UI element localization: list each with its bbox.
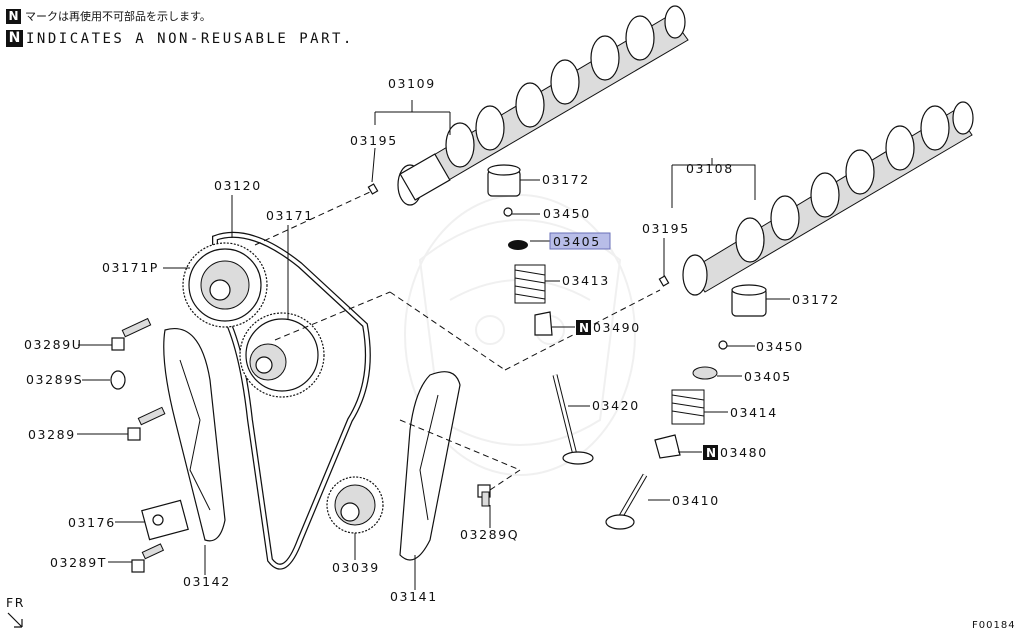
dowel-pin-upper[interactable]	[367, 183, 379, 195]
non-reusable-badge-letter: N	[706, 446, 716, 460]
valve-keeper-upper[interactable]	[503, 207, 513, 217]
part-label-03142[interactable]: 03142	[183, 574, 231, 589]
non-reusable-badge: N	[6, 30, 23, 47]
spring-seat-lower[interactable]	[692, 366, 718, 380]
spring-seat-upper[interactable]	[508, 240, 528, 250]
bolt-03289U[interactable]	[111, 317, 152, 351]
valve-lifter-lower[interactable]	[731, 284, 767, 317]
camshaft-sprocket-exhaust[interactable]	[239, 312, 325, 398]
part-label-03414[interactable]: 03414	[730, 405, 778, 420]
bolt-03289T[interactable]	[131, 543, 165, 573]
part-label-03420[interactable]: 03420	[592, 398, 640, 413]
part-label-03108[interactable]: 03108	[686, 161, 734, 176]
valve-stem-seal-lower[interactable]	[654, 434, 681, 459]
leader-lines	[77, 100, 790, 590]
valve-keeper-lower[interactable]	[718, 340, 728, 350]
part-label-03289U[interactable]: 03289U	[24, 337, 83, 352]
part-label-03176[interactable]: 03176	[68, 515, 116, 530]
notice-english-text: INDICATES A NON-REUSABLE PART.	[26, 30, 354, 47]
non-reusable-badge: N	[6, 8, 21, 24]
part-label-03172-upper[interactable]: 03172	[542, 172, 590, 187]
non-reusable-badge-letter: N	[579, 321, 589, 335]
part-label-03289T[interactable]: 03289T	[50, 555, 107, 570]
camshaft-upper[interactable]	[397, 5, 689, 206]
chain-guide[interactable]	[399, 371, 461, 561]
part-label-03405-lower[interactable]: 03405	[744, 369, 792, 384]
part-label-03405-upper[interactable]: 03405	[553, 234, 601, 249]
highlight-box-03405	[549, 232, 611, 250]
valve-lifter-upper[interactable]	[487, 164, 521, 197]
non-reusable-badge-03490	[576, 320, 591, 335]
bolt-03289Q[interactable]	[477, 484, 491, 507]
washer-03289S[interactable]	[110, 370, 126, 390]
camshaft-sprocket-intake[interactable]	[182, 242, 268, 328]
part-label-03289S[interactable]: 03289S	[26, 372, 83, 387]
part-label-03480[interactable]: 03480	[720, 445, 768, 460]
chain-tensioner[interactable]	[141, 499, 189, 541]
part-label-03289Q[interactable]: 03289Q	[460, 527, 519, 542]
bolt-03289[interactable]	[127, 406, 166, 441]
part-label-03450-upper[interactable]: 03450	[543, 206, 591, 221]
non-reusable-badge-03480	[703, 445, 718, 460]
valve-spring-upper[interactable]	[514, 264, 546, 304]
part-label-03120[interactable]: 03120	[214, 178, 262, 193]
part-label-03450-lower[interactable]: 03450	[756, 339, 804, 354]
front-direction-arrow-icon	[7, 612, 23, 628]
part-label-03289[interactable]: 03289	[28, 427, 76, 442]
camshaft-lower[interactable]	[682, 101, 974, 296]
part-label-03195-lower[interactable]: 03195	[642, 221, 690, 236]
part-label-03171P[interactable]: 03171P	[102, 260, 159, 275]
part-label-03413[interactable]: 03413	[562, 273, 610, 288]
notice-japanese-text: マークは再使用不可部品を示します。	[25, 10, 211, 23]
part-label-03109[interactable]: 03109	[388, 76, 436, 91]
part-label-03195-upper[interactable]: 03195	[350, 133, 398, 148]
valve-stem-seal-upper[interactable]	[534, 311, 553, 336]
chain-tensioner-lever[interactable]	[163, 328, 226, 542]
front-marker-label: FR	[6, 595, 25, 610]
figure-code: F00184	[972, 620, 1016, 631]
part-label-03141[interactable]: 03141	[390, 589, 438, 604]
dowel-pin-lower[interactable]	[658, 275, 670, 287]
valve-lower[interactable]	[605, 473, 648, 530]
valve-upper[interactable]	[552, 374, 594, 465]
non-reusable-notice-japanese: N マークは再使用不可部品を示します。	[6, 8, 211, 24]
part-label-03171[interactable]: 03171	[266, 208, 314, 223]
valve-spring-lower[interactable]	[671, 389, 705, 425]
crankshaft-sprocket[interactable]	[326, 476, 384, 534]
non-reusable-notice-english: N INDICATES A NON-REUSABLE PART.	[6, 30, 354, 47]
part-label-03490[interactable]: 03490	[593, 320, 641, 335]
part-label-03410[interactable]: 03410	[672, 493, 720, 508]
part-label-03172-lower[interactable]: 03172	[792, 292, 840, 307]
part-label-03039[interactable]: 03039	[332, 560, 380, 575]
